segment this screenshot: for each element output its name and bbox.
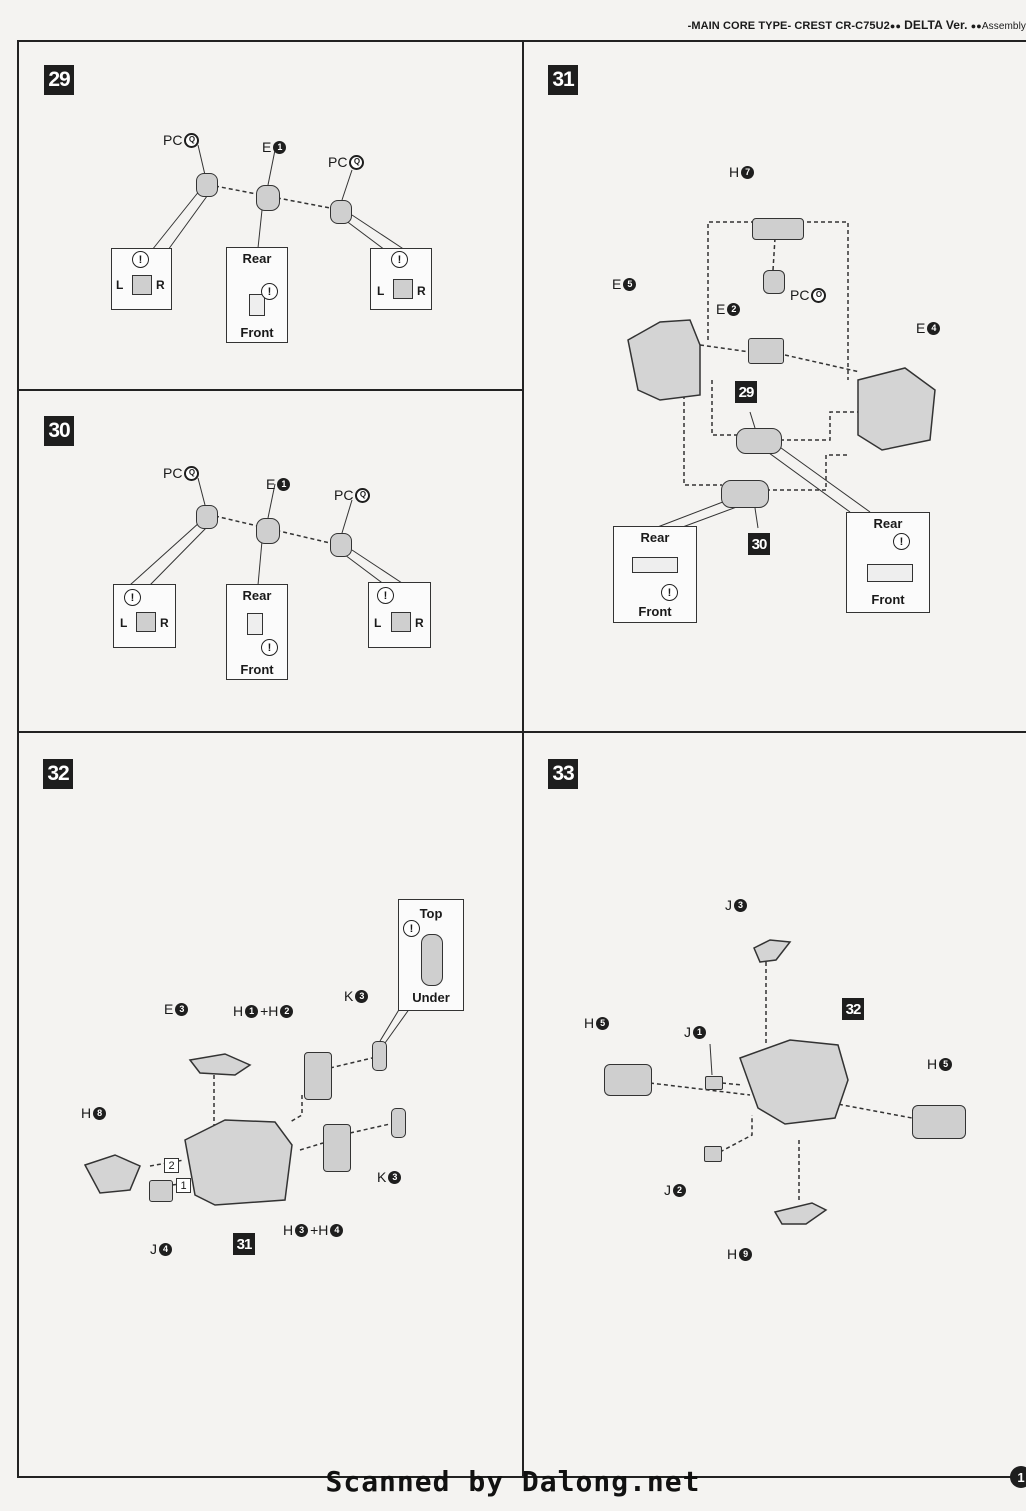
header-main-core: -MAIN CORE TYPE- CREST bbox=[687, 20, 833, 32]
warning-icon: ! bbox=[124, 589, 141, 606]
header-section: Assembly bbox=[981, 21, 1026, 32]
block-h7 bbox=[752, 218, 804, 240]
frame-divider-29-30 bbox=[17, 389, 523, 391]
detail-box-rear-front-right: Rear ! Front bbox=[846, 512, 930, 613]
joint-detail bbox=[249, 294, 265, 316]
warning-icon: ! bbox=[261, 283, 278, 300]
warning-icon: ! bbox=[391, 251, 408, 268]
detail-box-rear-front: Rear ! Front bbox=[226, 247, 288, 343]
joint-from-30 bbox=[721, 480, 769, 508]
part-h1-h2 bbox=[304, 1052, 332, 1100]
ref-step-30: 30 bbox=[748, 533, 770, 555]
polycap-left bbox=[196, 173, 218, 197]
part-k3-bottom bbox=[391, 1108, 406, 1138]
detail-box-lr-right: ! L R bbox=[368, 582, 431, 648]
warning-icon: ! bbox=[661, 584, 678, 601]
frame-divider-vertical bbox=[522, 40, 524, 1477]
joint-from-29 bbox=[736, 428, 782, 454]
detail-box-rear-front: Rear ! Front bbox=[226, 584, 288, 680]
step-number-29: 29 bbox=[44, 65, 74, 95]
page-header: -MAIN CORE TYPE- CREST CR-C75U2●● DELTA … bbox=[0, 14, 1026, 38]
assembly-mark-2: 2 bbox=[164, 1158, 179, 1173]
detail-box-rear-front-left: Rear ! Front bbox=[613, 526, 697, 623]
step-number-30: 30 bbox=[44, 416, 74, 446]
dots-icon: ●● bbox=[889, 21, 901, 31]
frame-left bbox=[17, 40, 19, 1477]
warning-icon: ! bbox=[132, 251, 149, 268]
polycap-right bbox=[330, 200, 352, 224]
warning-icon: ! bbox=[261, 639, 278, 656]
polycap-detail bbox=[391, 612, 411, 632]
ref-step-31: 31 bbox=[233, 1233, 255, 1255]
step-number-31: 31 bbox=[548, 65, 578, 95]
frame-top bbox=[17, 40, 1026, 42]
warning-icon: ! bbox=[893, 533, 910, 550]
ref-step-29: 29 bbox=[735, 381, 757, 403]
detail-box-lr-right: ! L R bbox=[370, 248, 432, 310]
polycap-left bbox=[196, 505, 218, 529]
part-h5-right bbox=[912, 1105, 966, 1139]
ref-step-32: 32 bbox=[842, 998, 864, 1020]
step-number-33: 33 bbox=[548, 759, 578, 789]
warning-icon: ! bbox=[377, 587, 394, 604]
detail-box-lr-left: ! L R bbox=[111, 248, 172, 310]
joint-e1 bbox=[256, 185, 280, 211]
joint-detail bbox=[247, 613, 263, 635]
joint-e1 bbox=[256, 518, 280, 544]
polycap-detail bbox=[132, 275, 152, 295]
part-h5-left bbox=[604, 1064, 652, 1096]
joint-detail bbox=[867, 564, 913, 582]
polycap-detail bbox=[393, 279, 413, 299]
assembly-mark-1: 1 bbox=[176, 1178, 191, 1193]
polycap-o bbox=[763, 270, 785, 294]
header-version: DELTA Ver. bbox=[904, 18, 968, 32]
scan-credit: Scanned by Dalong.net bbox=[325, 1465, 701, 1498]
step-number-32: 32 bbox=[43, 759, 73, 789]
page-number: 1 bbox=[1010, 1466, 1026, 1488]
part-j4 bbox=[149, 1180, 173, 1202]
k-part-detail bbox=[421, 934, 443, 986]
warning-icon: ! bbox=[403, 920, 420, 937]
polycap-detail bbox=[136, 612, 156, 632]
part-j1 bbox=[705, 1076, 723, 1090]
part-h3-h4 bbox=[323, 1124, 351, 1172]
part-k3-top bbox=[372, 1041, 387, 1071]
header-model: CR-C75U2 bbox=[835, 20, 890, 32]
frame-divider-row2 bbox=[17, 731, 1026, 733]
polycap-right bbox=[330, 533, 352, 557]
frame-bottom bbox=[17, 1476, 1026, 1478]
part-e2 bbox=[748, 338, 784, 364]
part-j2 bbox=[704, 1146, 722, 1162]
dots-icon: ●● bbox=[970, 21, 982, 31]
detail-box-lr-left: ! L R bbox=[113, 584, 176, 648]
joint-detail bbox=[632, 557, 678, 573]
detail-box-top-under: Top ! Under bbox=[398, 899, 464, 1011]
